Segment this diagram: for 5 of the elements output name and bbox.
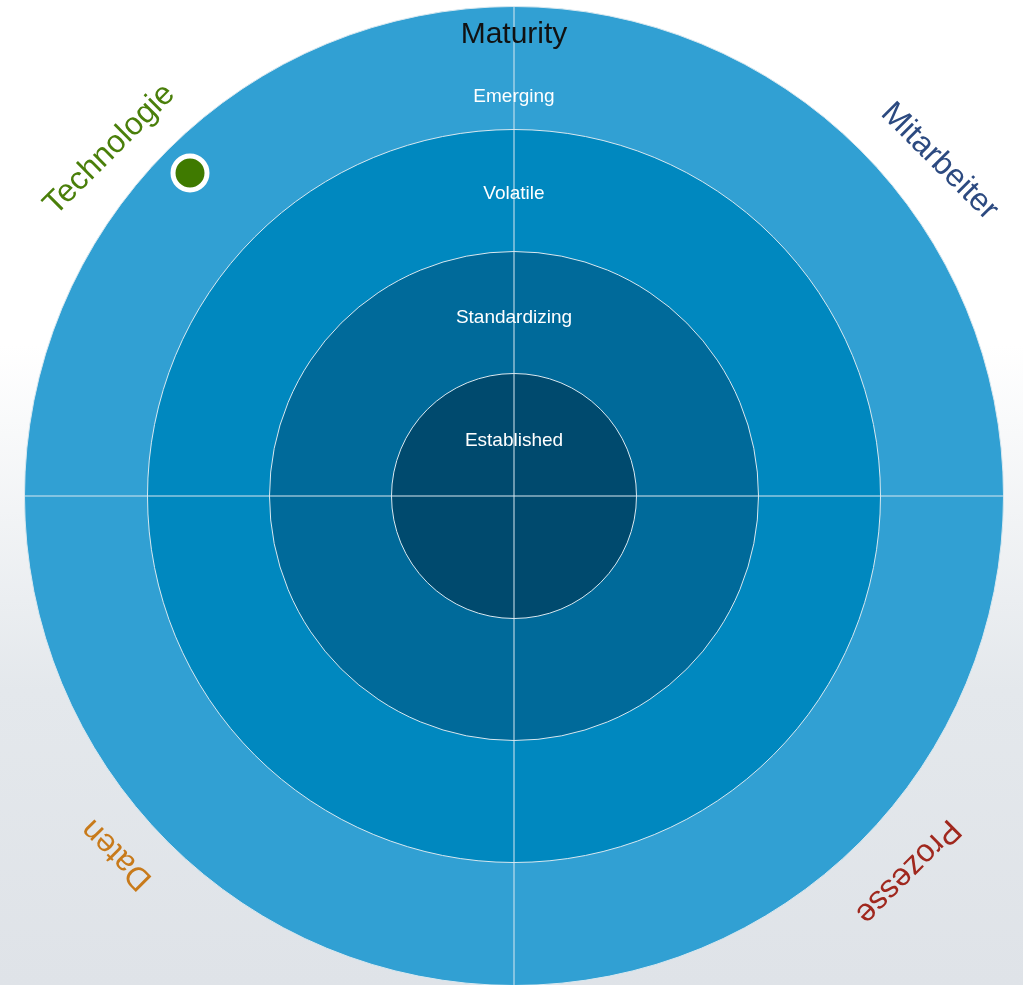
ring-label: Emerging <box>473 85 555 106</box>
ring-label: Volatile <box>483 182 545 203</box>
ring-label: Standardizing <box>455 306 573 327</box>
title: Maturity <box>459 16 569 50</box>
ring-label: Established <box>464 429 564 450</box>
